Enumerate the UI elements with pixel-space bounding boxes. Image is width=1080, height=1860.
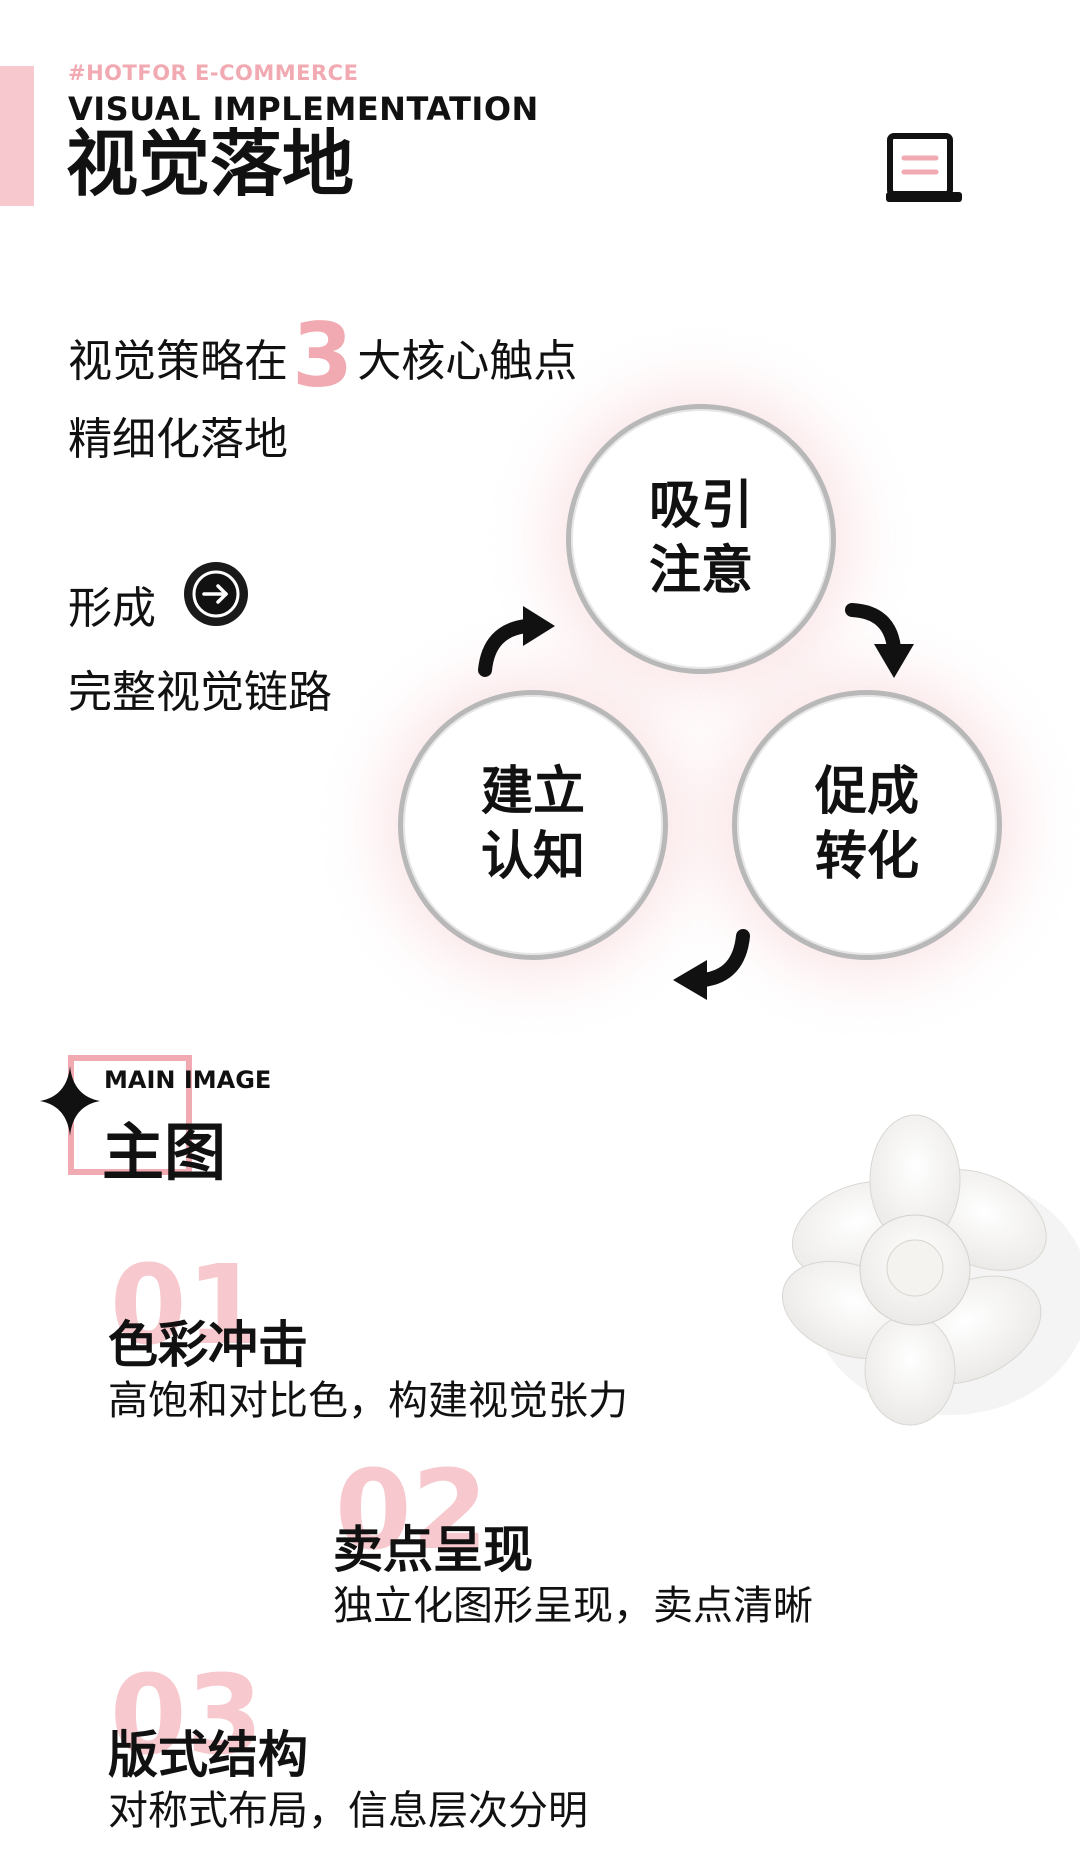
main-image-title: 主图 [102,1116,227,1189]
curved-arrow-icon [845,603,914,678]
page-title: 视觉落地 [66,122,355,206]
intro-number: 3 [292,304,354,407]
document-list-icon [886,133,962,202]
sparkle-icon [40,1066,100,1136]
item-title: 卖点呈现 [333,1521,533,1579]
item-number: 02 [335,1446,489,1574]
item-number: 01 [110,1241,264,1369]
cycle-node-attract: 吸引注意 [566,404,836,674]
intro-line-2: 精细化落地 [68,414,288,465]
cycle-node-line: 建立 [480,762,585,822]
intro-text-before: 视觉策略在 [68,336,288,387]
cycle-node-line: 促成 [814,762,919,822]
curved-arrow-icon [673,929,750,1000]
white-gardenia-flower [781,1114,1080,1426]
item-title: 版式结构 [108,1726,308,1784]
curved-arrow-icon [478,606,555,677]
cycle-node-line: 认知 [480,827,585,887]
cycle-node-line: 吸引 [648,476,753,536]
intro-line-1: 视觉策略在3大核心触点 [68,312,577,400]
hashtag-label: #HOTFOR E-COMMERCE [68,61,359,85]
item-description: 对称式布局，信息层次分明 [108,1788,588,1834]
cycle-node-label: 促成转化 [807,760,927,890]
chain-text: 完整视觉链路 [68,667,332,718]
cycle-node-label: 吸引注意 [641,474,761,604]
main-image-english-label: MAIN IMAGE [104,1066,272,1094]
accent-bar [0,66,34,206]
intro-text-after: 大核心触点 [357,336,578,387]
item-description: 高饱和对比色，构建视觉张力 [108,1378,628,1424]
cycle-node-cognition: 建立认知 [398,690,668,960]
form-label: 形成 [68,583,156,634]
item-title: 色彩冲击 [108,1316,308,1374]
cycle-node-line: 转化 [814,827,919,887]
english-title: VISUAL IMPLEMENTATION [68,90,539,128]
item-number: 03 [110,1651,264,1779]
cycle-node-conversion: 促成转化 [732,690,1002,960]
item-description: 独立化图形呈现，卖点清晰 [333,1583,813,1629]
cycle-node-label: 建立认知 [473,760,593,890]
cycle-node-line: 注意 [648,541,753,601]
arrow-right-circle-icon [184,562,248,626]
